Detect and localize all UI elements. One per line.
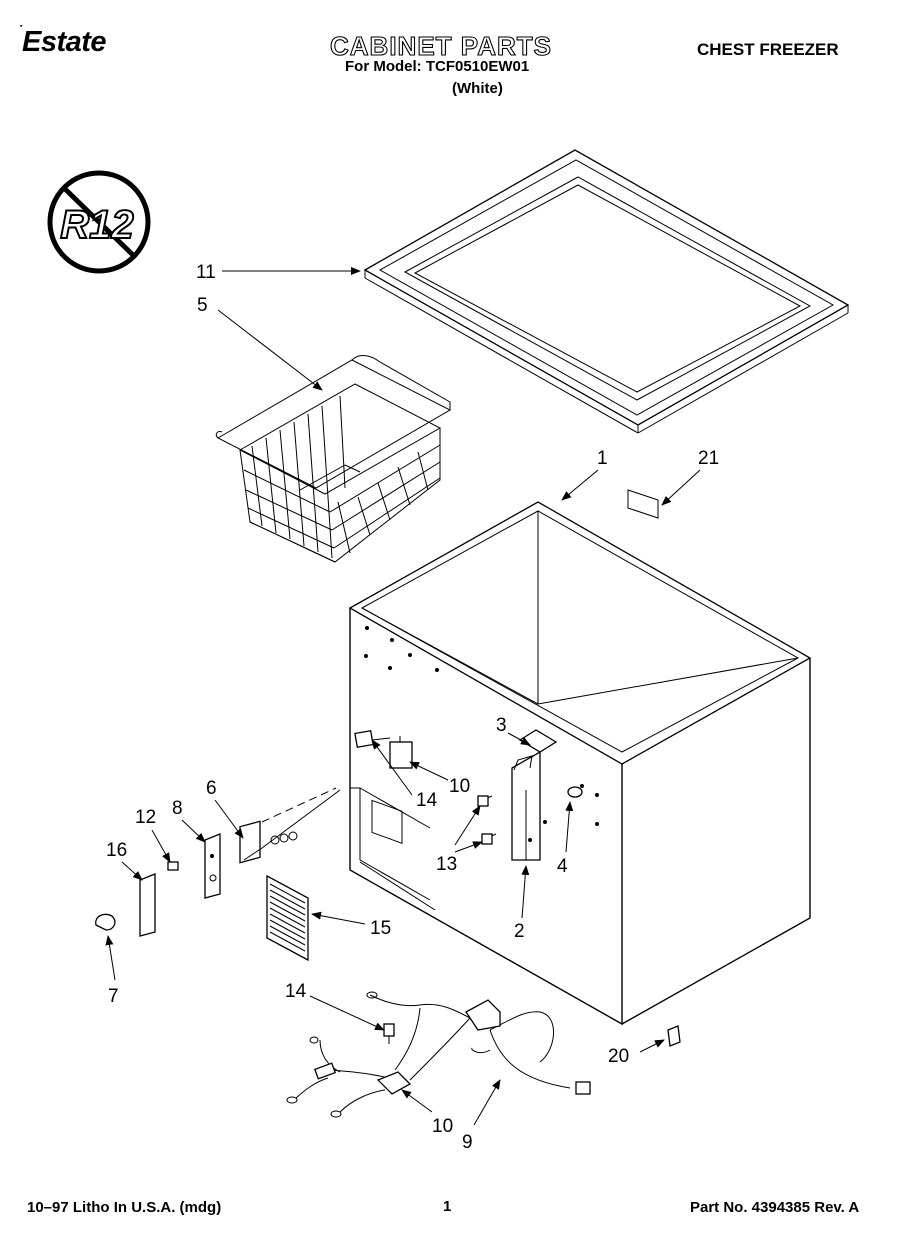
callout-14b: 14: [285, 981, 307, 1002]
callout-leaders: [105, 267, 701, 1126]
callout-8: 8: [172, 798, 183, 819]
model-line: For Model: TCF0510EW01: [345, 58, 530, 75]
callout-21: 21: [698, 448, 719, 469]
lid-gasket-part-11: [363, 149, 850, 434]
callout-4: 4: [557, 856, 568, 877]
callout-3: 3: [496, 715, 507, 736]
callout-15: 15: [370, 918, 391, 939]
callout-12: 12: [135, 807, 156, 828]
wire-basket-part-5: [215, 355, 452, 563]
relay-parts-10-14-upper: [354, 729, 413, 769]
control-parts-6-8-12-16-7: [95, 787, 341, 937]
footer-print-info: 10–97 Litho In U.S.A. (mdg): [27, 1199, 222, 1216]
callout-10a: 10: [449, 776, 470, 797]
clip-part-20: [667, 1025, 681, 1047]
callout-2: 2: [514, 921, 525, 942]
callout-5: 5: [197, 295, 208, 316]
callout-11: 11: [196, 262, 216, 283]
wiring-harness-part-9: [286, 991, 591, 1118]
hinge-parts-2-3: [477, 729, 583, 861]
callout-16: 16: [106, 840, 127, 861]
callout-1: 1: [597, 448, 608, 469]
footer-page-number: 1: [443, 1198, 452, 1215]
badge-text: R12: [60, 203, 133, 247]
callout-labels: 11 5 1 21 3 10 14 13 4 2 6 8 12 16 7 15 …: [106, 262, 719, 1153]
label-part-21: [627, 489, 659, 519]
page-title: CABINET PARTS: [329, 30, 552, 61]
product-name: CHEST FREEZER: [697, 40, 839, 59]
callout-14a: 14: [416, 790, 438, 811]
callout-9: 9: [462, 1132, 473, 1153]
footer-part-number: Part No. 4394385 Rev. A: [690, 1199, 860, 1216]
cabinet-part-1: [348, 501, 812, 1026]
grille-part-15: [266, 874, 309, 962]
callout-13: 13: [436, 854, 457, 875]
callout-7: 7: [108, 986, 119, 1007]
callout-6: 6: [206, 778, 217, 799]
brand-logo: Estate: [22, 26, 107, 58]
callout-20: 20: [608, 1046, 629, 1067]
callout-10b: 10: [432, 1116, 453, 1137]
no-r12-prohibition-icon: R12: [47, 170, 151, 274]
brand-small-mark: ▪: [20, 23, 23, 30]
color-line: (White): [452, 80, 503, 97]
